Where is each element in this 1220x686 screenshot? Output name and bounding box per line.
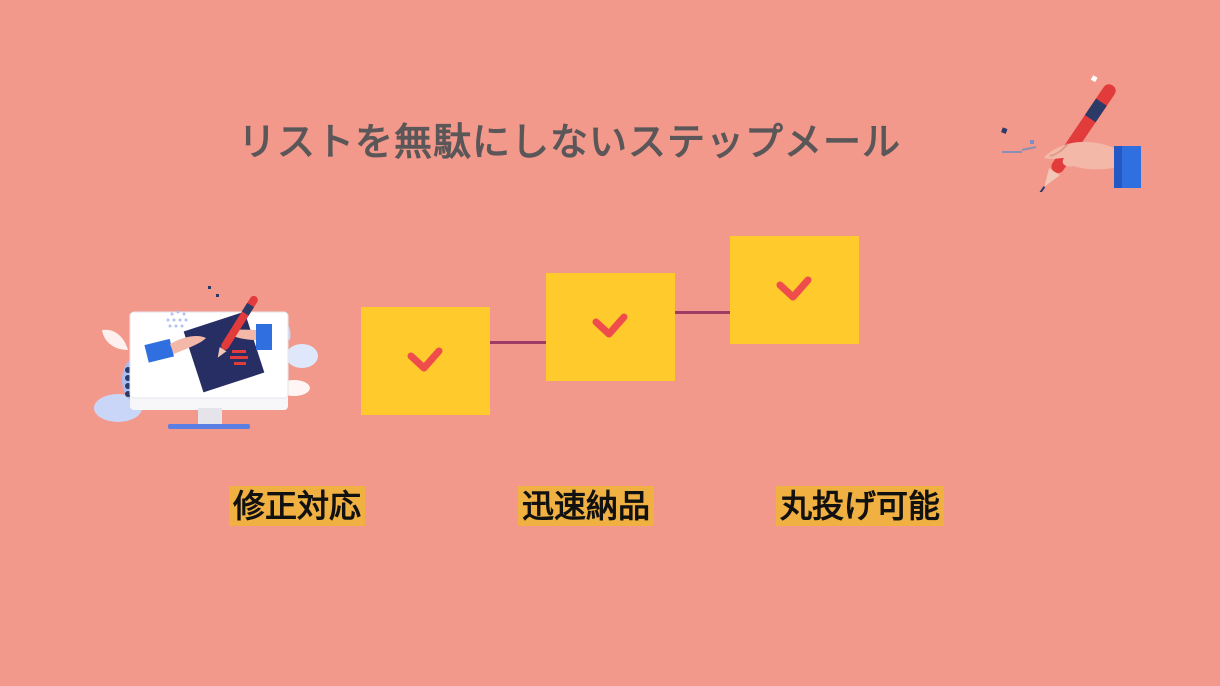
step-label-2: 迅速納品 [518,486,655,526]
step-box-1 [361,307,490,415]
step-label-3: 丸投げ可能 [776,486,945,526]
page-title: リストを無駄にしないステップメール [238,120,902,164]
step-box-2 [546,273,675,381]
pen-hand-illustration [1001,75,1141,192]
step-connector-1 [490,341,547,344]
step-box-3 [730,236,859,344]
step-connector-2 [675,311,731,314]
check-icon [776,276,812,301]
step-label-1: 修正対応 [229,486,366,526]
check-icon [407,347,443,372]
monitor-drawing-illustration [94,286,318,429]
check-icon [592,313,628,338]
